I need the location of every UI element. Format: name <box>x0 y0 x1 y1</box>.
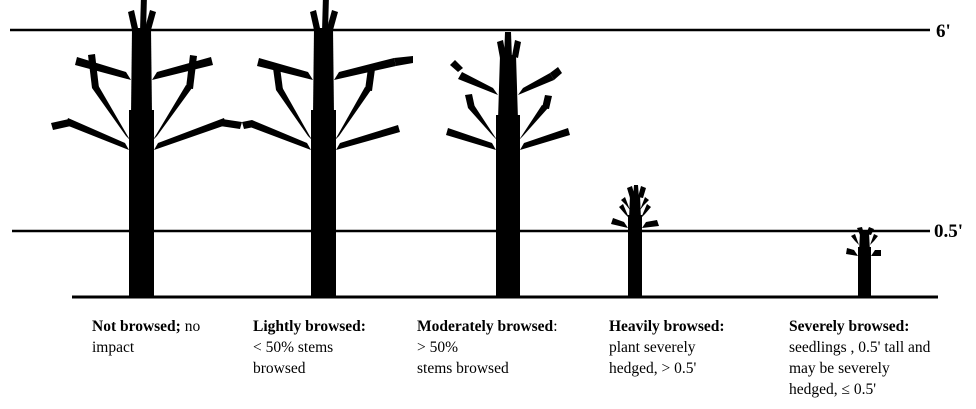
caption-not-browsed: Not browsed; no impact <box>92 316 242 358</box>
caption-moderately-browsed: Moderately browsed: > 50% stems browsed <box>417 316 592 379</box>
caption-title: Moderately browsed <box>417 318 554 335</box>
tree-severely-browsed <box>846 227 881 298</box>
caption-text: no <box>180 318 201 335</box>
caption-text: : <box>553 318 558 335</box>
caption-text: < 50% stems <box>253 339 334 356</box>
caption-severely-browsed: Severely browsed: seedlings , 0.5' tall … <box>789 316 976 400</box>
caption-text: > 50% <box>417 339 459 356</box>
tree-not-browsed <box>51 0 242 298</box>
caption-heavily-browsed: Heavily browsed: plant severely hedged, … <box>609 316 774 379</box>
caption-text: seedlings , 0.5' tall and <box>789 339 931 356</box>
caption-text: hedged, > 0.5' <box>609 360 697 377</box>
caption-text: impact <box>92 339 135 356</box>
caption-text: plant severely <box>609 339 696 356</box>
caption-text: may be severely <box>789 360 890 377</box>
caption-title: Severely browsed: <box>789 318 910 335</box>
caption-lightly-browsed: Lightly browsed: < 50% stems browsed <box>253 316 413 379</box>
tree-lightly-browsed <box>242 0 413 298</box>
caption-text: hedged, ≤ 0.5' <box>789 381 877 398</box>
tree-heavily-browsed <box>611 185 659 298</box>
caption-title: Heavily browsed: <box>609 318 725 335</box>
six-foot-label: 6' <box>936 21 951 42</box>
caption-text: stems browsed <box>417 360 509 377</box>
caption-text: browsed <box>253 360 306 377</box>
half-foot-label: 0.5' <box>934 221 964 242</box>
caption-title: Lightly browsed: <box>253 318 366 335</box>
tree-moderately-browsed <box>446 32 570 298</box>
caption-title: Not browsed; <box>92 318 181 335</box>
